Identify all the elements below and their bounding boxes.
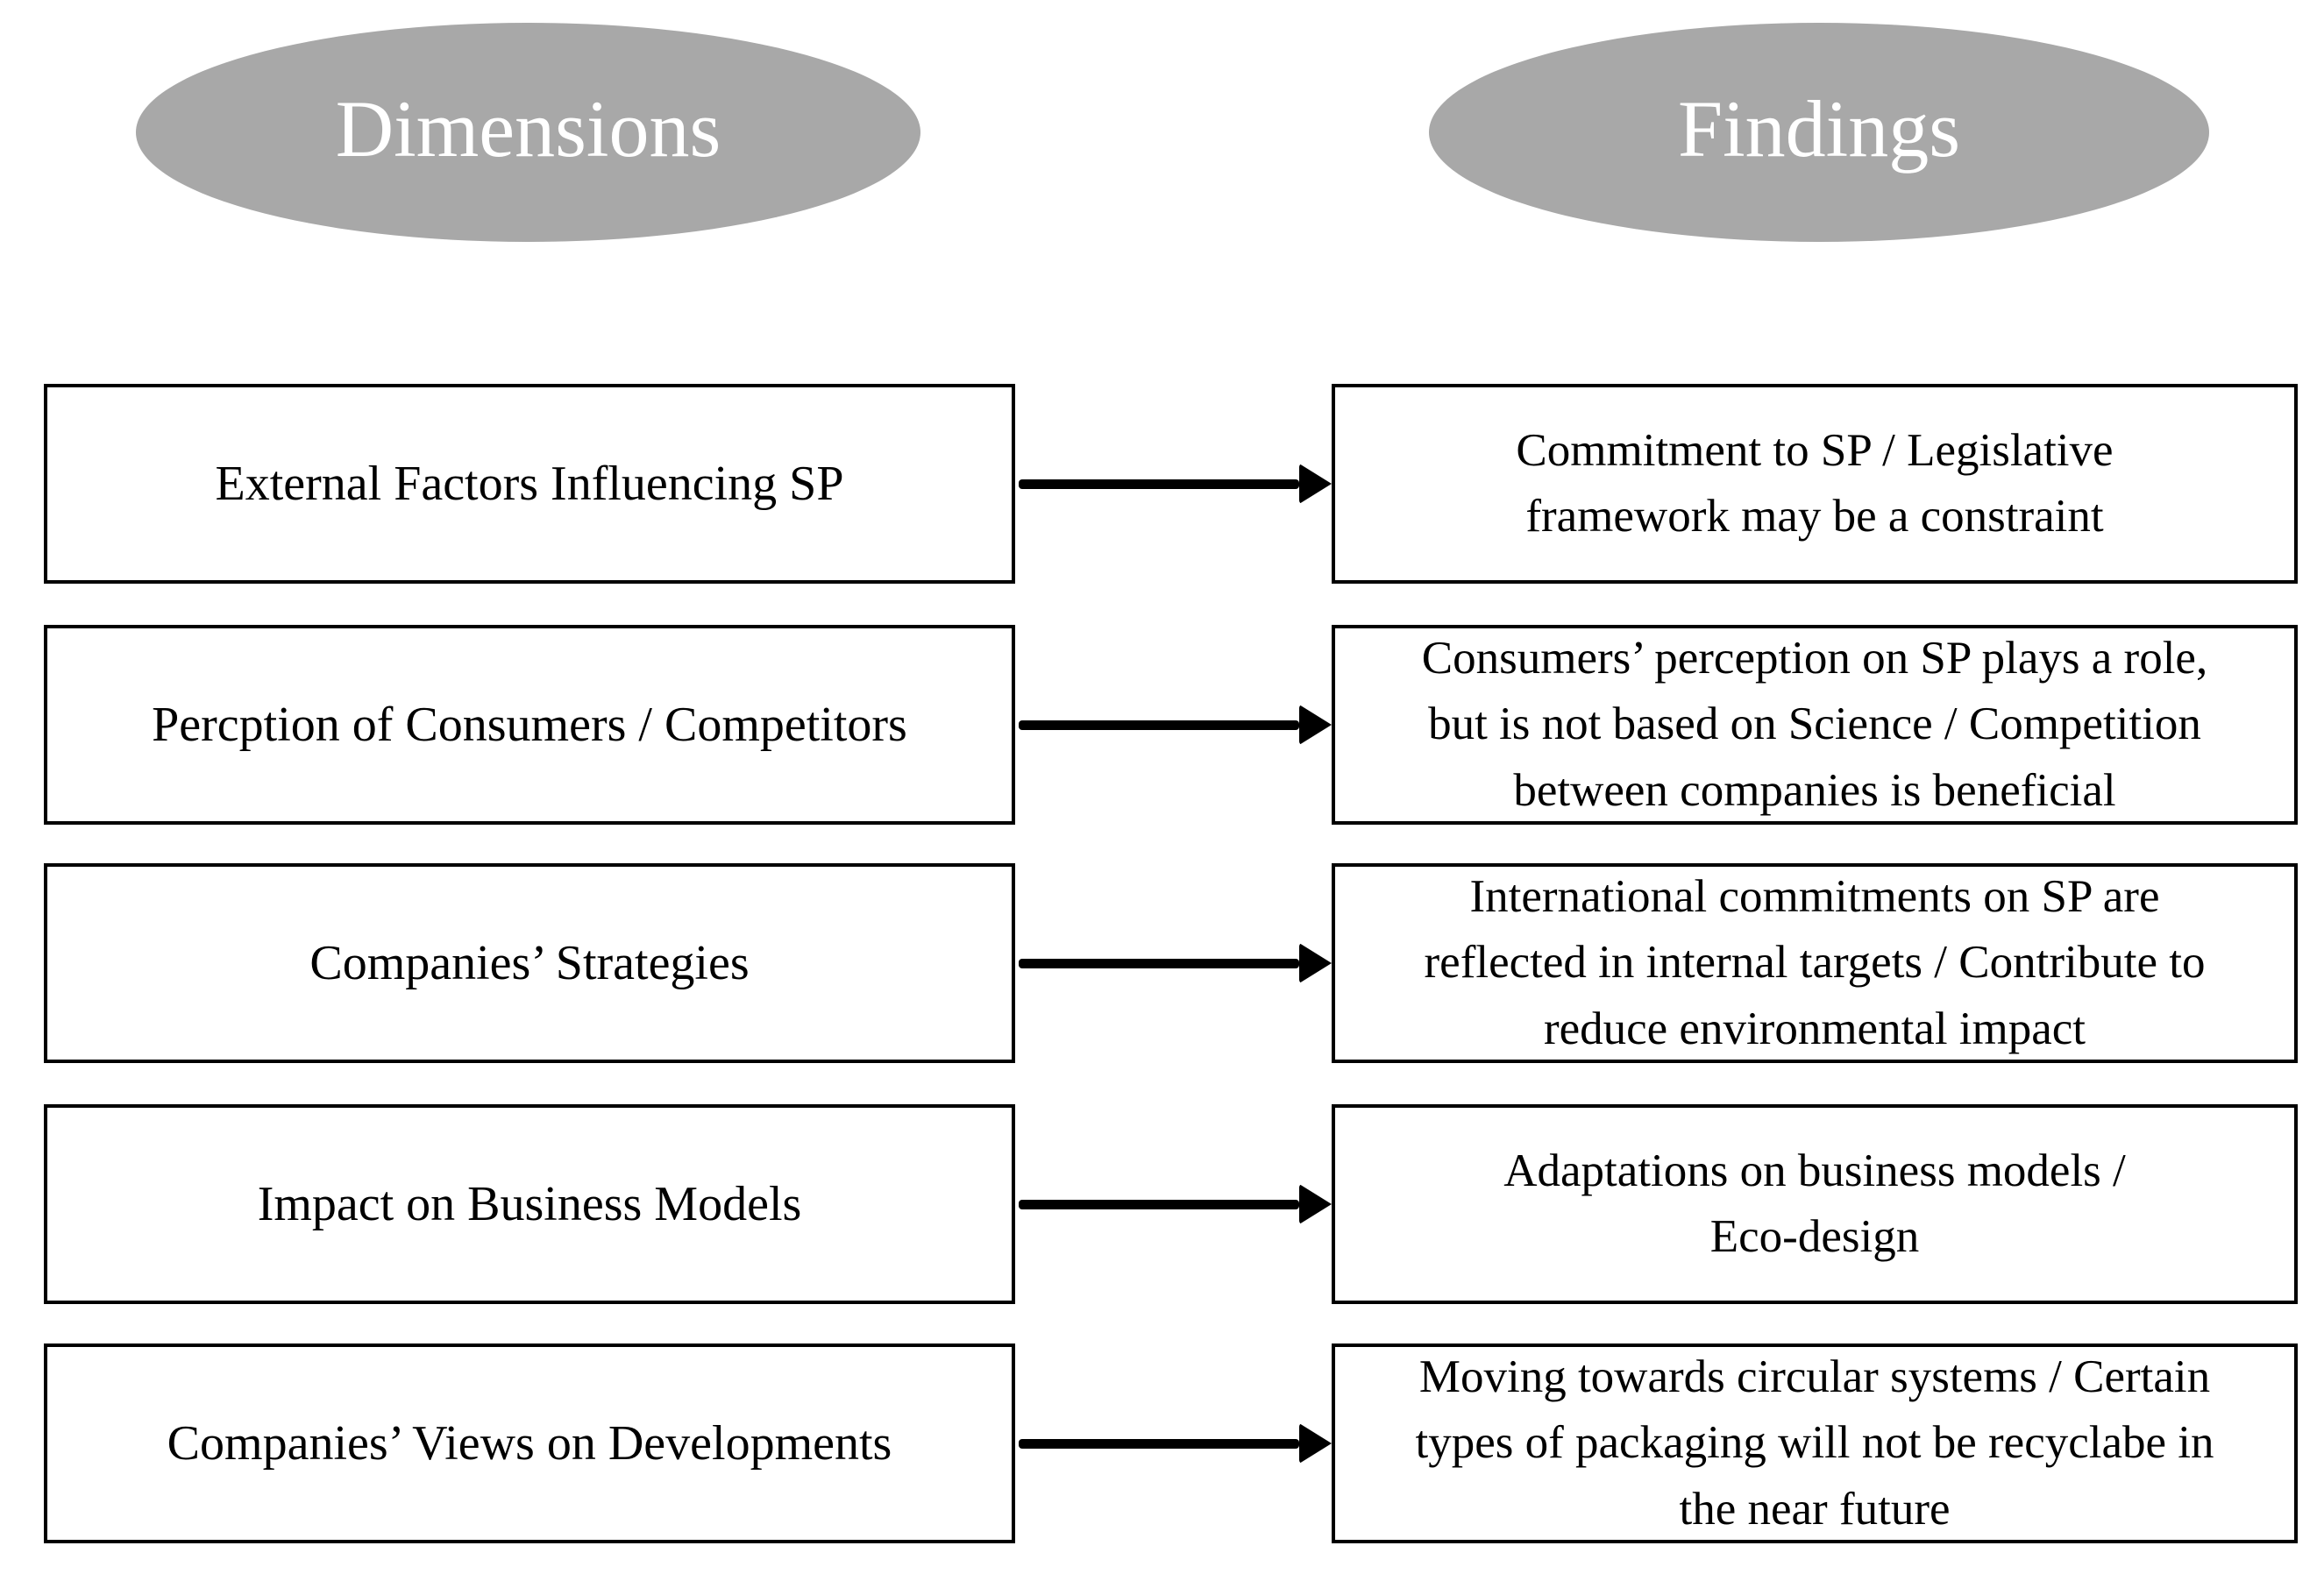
dimensions-header-ellipse: Dimensions	[136, 23, 920, 242]
finding-box-circular-systems: Moving towards circular systems / Certai…	[1332, 1343, 2298, 1543]
finding-label: Adaptations on business models / Eco-des…	[1503, 1145, 2126, 1262]
arrow-connector	[1019, 705, 1332, 745]
arrow-connector	[1019, 1423, 1332, 1464]
finding-box-commitment: Commitment to SP / Legislative framework…	[1332, 384, 2298, 584]
dimensions-header-label: Dimensions	[335, 84, 721, 174]
arrow-line	[1019, 1438, 1299, 1449]
arrow-line	[1019, 720, 1299, 730]
finding-label: Moving towards circular systems / Certai…	[1415, 1351, 2214, 1535]
arrow-connector	[1019, 943, 1332, 983]
arrow-head-icon	[1299, 705, 1332, 745]
arrow-connector	[1019, 1184, 1332, 1224]
arrow-line	[1019, 1199, 1299, 1209]
arrow-line	[1019, 958, 1299, 968]
dimension-label: Companies’ Views on Developments	[167, 1415, 892, 1471]
dimension-box-perception: Percption of Consumers / Competitors	[44, 625, 1015, 825]
diagram-row-strategies: Companies’ Strategies International comm…	[0, 863, 2324, 1063]
finding-label: Commitment to SP / Legislative framework…	[1516, 424, 2114, 542]
finding-box-international-commitments: International commitments on SP are refl…	[1332, 863, 2298, 1063]
finding-label: International commitments on SP are refl…	[1424, 871, 2206, 1054]
finding-label: Consumers’ perception on SP plays a role…	[1421, 633, 2208, 816]
finding-box-consumer-perception: Consumers’ perception on SP plays a role…	[1332, 625, 2298, 825]
diagram-row-external-factors: External Factors Influencing SP Commitme…	[0, 384, 2324, 584]
dimension-box-external-factors: External Factors Influencing SP	[44, 384, 1015, 584]
dimension-label: Companies’ Strategies	[309, 935, 750, 990]
dimension-label: Impact on Business Models	[257, 1176, 802, 1231]
arrow-head-icon	[1299, 943, 1332, 983]
dimension-box-developments: Companies’ Views on Developments	[44, 1343, 1015, 1543]
findings-header-ellipse: Findings	[1429, 23, 2209, 242]
finding-box-adaptations: Adaptations on business models / Eco-des…	[1332, 1104, 2298, 1304]
findings-header-label: Findings	[1677, 84, 1961, 174]
arrow-head-icon	[1299, 1423, 1332, 1464]
arrow-connector	[1019, 464, 1332, 504]
dimension-label: External Factors Influencing SP	[215, 456, 844, 511]
diagram-row-business-models: Impact on Business Models Adaptations on…	[0, 1104, 2324, 1304]
arrow-head-icon	[1299, 1184, 1332, 1224]
arrow-line	[1019, 479, 1299, 489]
diagram-row-developments: Companies’ Views on Developments Moving …	[0, 1343, 2324, 1543]
dimension-box-business-models: Impact on Business Models	[44, 1104, 1015, 1304]
dimension-label: Percption of Consumers / Competitors	[152, 697, 907, 752]
diagram-row-perception: Percption of Consumers / Competitors Con…	[0, 625, 2324, 825]
dimension-box-strategies: Companies’ Strategies	[44, 863, 1015, 1063]
arrow-head-icon	[1299, 464, 1332, 504]
